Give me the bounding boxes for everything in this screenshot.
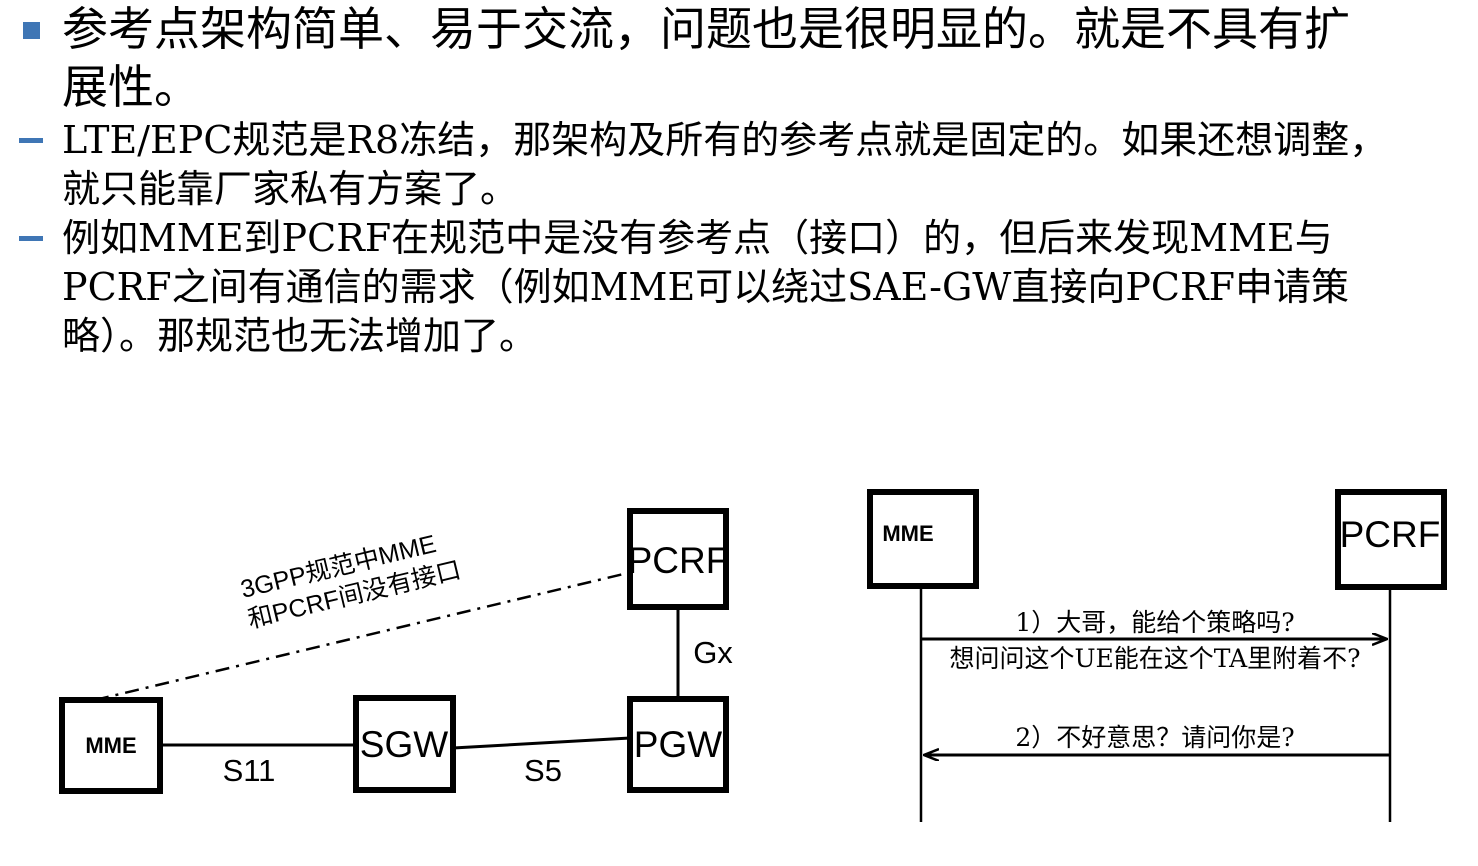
blue-dash-bullet-icon bbox=[0, 214, 62, 241]
mme-pcrf-sequence-diagram: MME PCRF 1）大哥，能给个策略吗? 想问问这个UE能在这个TA里附着不?… bbox=[867, 489, 1447, 822]
interface-label-gx: Gx bbox=[693, 635, 733, 670]
bullet-list: 参考点架构简单、易于交流，问题也是很明显的。就是不具有扩展性。 LTE/EPC规… bbox=[0, 0, 1478, 361]
node-sgw-label: SGW bbox=[360, 724, 448, 765]
bullet-item-1-text: 参考点架构简单、易于交流，问题也是很明显的。就是不具有扩展性。 bbox=[62, 2, 1350, 114]
node-sgw[interactable]: SGW bbox=[353, 695, 456, 793]
node-mme-label: MME bbox=[85, 733, 136, 758]
message-2-line1: 2）不好意思？请问你是? bbox=[1015, 723, 1294, 752]
blue-square-bullet-icon bbox=[0, 0, 62, 39]
blue-dash-bullet-icon bbox=[0, 116, 62, 143]
link-mme-pcrf-dashdot bbox=[94, 570, 633, 702]
node-pcrf-label: PCRF bbox=[628, 540, 729, 581]
bullet-item-3-text: 例如MME到PCRF在规范中是没有参考点（接口）的，但后来发现MME与PCRF之… bbox=[62, 216, 1349, 358]
message-1-line1: 1）大哥，能给个策略吗? bbox=[1015, 608, 1294, 637]
network-reference-diagram: 3GPP规范中MME 和PCRF间没有接口 MME SGW PGW PCRF S… bbox=[59, 508, 733, 794]
bullet-item-3: 例如MME到PCRF在规范中是没有参考点（接口）的，但后来发现MME与PCRF之… bbox=[0, 214, 1478, 361]
node-pgw[interactable]: PGW bbox=[627, 696, 729, 793]
bullet-item-2: LTE/EPC规范是R8冻结，那架构及所有的参考点就是固定的。如果还想调整，就只… bbox=[0, 116, 1478, 214]
node-pcrf[interactable]: PCRF bbox=[627, 508, 729, 610]
actor-pcrf[interactable]: PCRF bbox=[1335, 489, 1447, 590]
actor-pcrf-label: PCRF bbox=[1340, 514, 1441, 555]
no-interface-annotation: 3GPP规范中MME 和PCRF间没有接口 bbox=[238, 530, 464, 634]
no-interface-annotation-line2: 和PCRF间没有接口 bbox=[245, 556, 464, 634]
link-sgw-pgw bbox=[452, 736, 631, 750]
interface-label-s5: S5 bbox=[524, 753, 562, 788]
sequence-message-1: 1）大哥，能给个策略吗? 想问问这个UE能在这个TA里附着不? bbox=[921, 608, 1386, 673]
bullet-item-1: 参考点架构简单、易于交流，问题也是很明显的。就是不具有扩展性。 bbox=[0, 0, 1478, 116]
sequence-message-2: 2）不好意思？请问你是? bbox=[925, 723, 1390, 755]
bullet-item-2-text: LTE/EPC规范是R8冻结，那架构及所有的参考点就是固定的。如果还想调整，就只… bbox=[62, 118, 1388, 211]
interface-label-s11: S11 bbox=[223, 753, 276, 788]
no-interface-annotation-line1: 3GPP规范中MME bbox=[238, 530, 439, 604]
node-mme[interactable]: MME bbox=[59, 697, 163, 794]
actor-mme-label: MME bbox=[882, 521, 933, 546]
node-pgw-label: PGW bbox=[634, 724, 722, 765]
actor-mme[interactable]: MME bbox=[867, 489, 979, 589]
message-1-line2: 想问问这个UE能在这个TA里附着不? bbox=[949, 644, 1360, 673]
